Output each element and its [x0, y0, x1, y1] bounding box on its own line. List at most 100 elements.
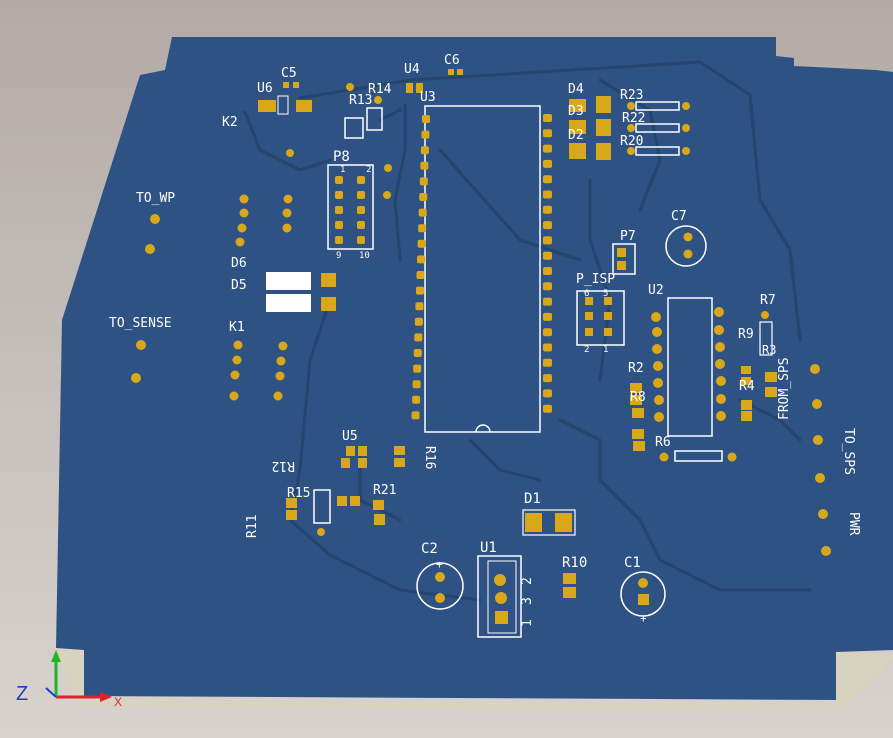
u3-pad [420, 161, 429, 170]
u3-pad [543, 389, 552, 398]
label-r21: R21 [373, 483, 396, 498]
label-u5: U5 [342, 429, 358, 444]
u3-pad [413, 349, 422, 357]
u3-pad [543, 144, 552, 153]
label-u3: U3 [420, 90, 436, 105]
label-p8: P8 [333, 149, 350, 165]
label-d3: D3 [568, 104, 584, 119]
label-d4: D4 [568, 82, 584, 97]
label-u6: U6 [257, 81, 273, 96]
u3-pad [543, 114, 552, 122]
label-d5: D5 [231, 278, 247, 293]
u1-pin1-label: 1 [520, 619, 535, 627]
p8-pad [357, 191, 365, 199]
label-to-sps: TO_SPS [841, 428, 856, 475]
z-axis-label: Z [16, 683, 28, 705]
u1-pin2-label: 2 [520, 577, 535, 585]
u3-pad [418, 224, 427, 233]
u3-pad [543, 251, 552, 260]
label-r6: R6 [655, 435, 671, 450]
u3-pad [543, 129, 552, 138]
isp-pin6-label: 6 [584, 289, 589, 299]
label-p7: P7 [620, 229, 636, 244]
label-d6: D6 [231, 256, 247, 271]
u3-pad [422, 115, 430, 123]
label-r9: R9 [738, 327, 754, 342]
label-c1: C1 [624, 555, 641, 571]
u3-pad [543, 205, 552, 214]
axis-triad: Z X [16, 650, 122, 709]
label-r16: R16 [422, 446, 437, 469]
u3-pad [543, 236, 552, 245]
p8-pin9-label: 9 [336, 251, 341, 261]
pin-numbers: 1 2 9 10 6 5 2 1 [336, 165, 608, 355]
label-r4: R4 [739, 379, 755, 394]
isp-pin2-label: 2 [584, 345, 589, 355]
p8-pad [335, 236, 343, 244]
label-r22: R22 [622, 111, 645, 126]
label-from-sps: FROM_SPS [777, 357, 792, 420]
p8-pin1-label: 1 [340, 165, 345, 175]
u3-pad [415, 286, 424, 295]
pcb-board [56, 37, 893, 700]
p8-pad [335, 176, 343, 184]
u3-pad [543, 159, 552, 168]
label-r2: R2 [628, 361, 644, 376]
c2-plus-mark: + [436, 558, 443, 571]
u3-pad [543, 282, 552, 291]
label-u4: U4 [404, 62, 420, 77]
u3-pad [543, 221, 552, 230]
label-r12: R12 [272, 458, 295, 473]
label-u2: U2 [648, 283, 664, 298]
label-r7: R7 [760, 293, 776, 308]
label-c5: C5 [281, 66, 297, 81]
label-r23: R23 [620, 88, 643, 103]
p8-pad [335, 206, 343, 214]
u3-pad [418, 208, 427, 217]
u3-pad [413, 364, 422, 373]
u3-pad [417, 239, 426, 248]
u3-pad [543, 312, 552, 321]
u3-pad [543, 343, 552, 352]
x-axis-label: X [114, 695, 122, 709]
u3-pad [412, 380, 421, 389]
label-r3: R3 [762, 343, 776, 357]
p8-pad [357, 206, 365, 214]
label-r15: R15 [287, 486, 310, 501]
u3-pad [543, 297, 552, 306]
label-pwr: PWR [846, 512, 861, 536]
u3-pad [412, 395, 421, 404]
p8-pad [357, 221, 365, 229]
u3-pad [414, 333, 423, 342]
u3-pad [415, 302, 424, 311]
u3-pad [543, 190, 552, 199]
p8-pad [335, 221, 343, 229]
label-d1: D1 [524, 491, 541, 507]
isp-pin5-label: 5 [603, 289, 608, 299]
u3-ic-footprint[interactable] [411, 105, 552, 433]
u1-pin3-label: 3 [520, 597, 535, 605]
u3-pad [543, 328, 552, 337]
u3-pad [417, 255, 426, 264]
silkscreen-labels: C5 U6 K2 R14 U4 C6 R13 U3 D4 D3 D2 R23 R… [109, 53, 861, 571]
label-r13: R13 [349, 93, 372, 108]
u3-pad [543, 404, 552, 413]
label-d2: D2 [568, 128, 584, 143]
label-k1: K1 [229, 320, 245, 335]
label-c7: C7 [671, 209, 687, 224]
label-to-wp: TO_WP [136, 191, 175, 206]
label-c2: C2 [421, 541, 438, 557]
isp-pin1-label: 1 [603, 345, 608, 355]
u3-pad [419, 177, 428, 186]
p8-header[interactable] [327, 164, 374, 250]
label-u1: U1 [480, 540, 497, 556]
u3-pad [416, 271, 425, 279]
label-r11: R11 [245, 515, 260, 538]
label-r10: R10 [562, 555, 587, 571]
p8-pad [335, 191, 343, 199]
label-r20: R20 [620, 134, 643, 149]
u3-pad [411, 411, 420, 420]
c1-plus-mark: + [640, 612, 647, 625]
